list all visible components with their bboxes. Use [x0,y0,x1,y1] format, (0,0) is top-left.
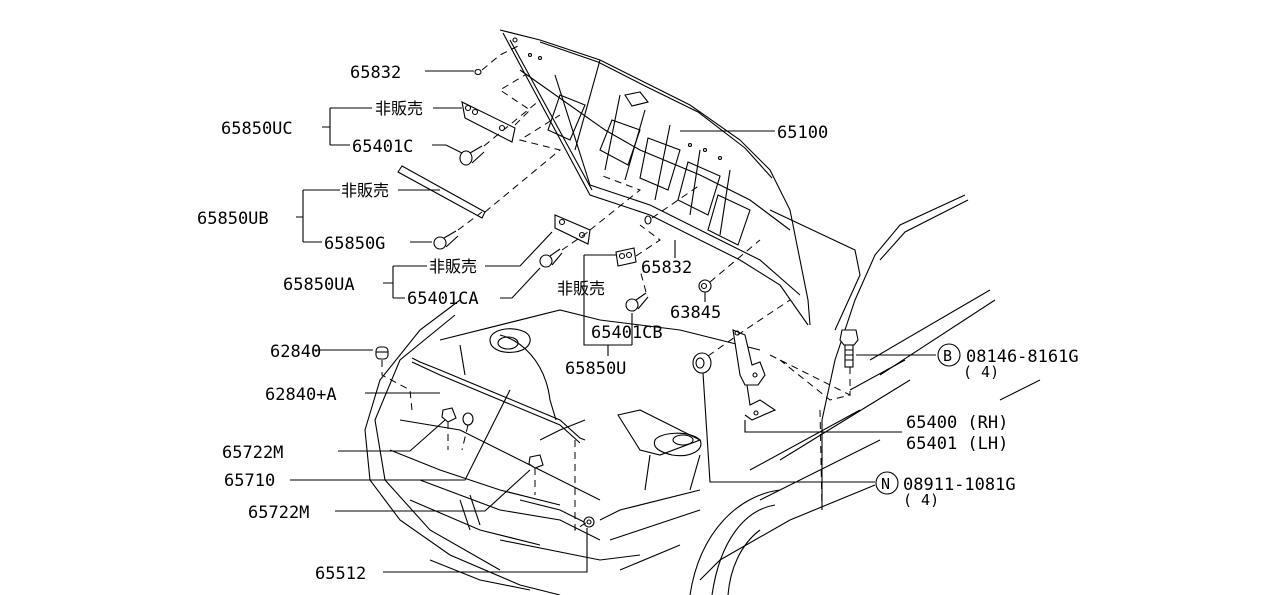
label-62840: 62840 [270,342,321,362]
fitting-parts [375,68,859,528]
label-65722M-2: 65722M [248,503,309,523]
part-65832-mid [644,215,652,225]
part-63845-grommet [698,279,712,293]
part-65710-stay [462,412,474,426]
label-63845: 63845 [670,303,721,323]
label-hinge-lh: 65401 (LH) [906,434,1008,454]
hood-panel [499,29,811,326]
part-hinge-bolt [839,329,859,368]
part-65401C-clip [459,145,485,166]
part-65850U-bracket [615,247,637,267]
part-65401CB-clip [625,292,649,312]
part-65850UB-strip [397,165,486,219]
vehicle-body [364,194,1041,595]
label-not-for-sale-2: 非販売 [341,181,389,200]
label-nut-mark: N [881,475,890,493]
label-65512: 65512 [315,564,366,584]
label-nut-part: 08911-1081G [903,475,1016,495]
part-65832-top [474,68,482,76]
label-65401C: 65401C [352,137,413,157]
label-bolt-part: 08146-8161G [966,347,1079,367]
part-65850G-clip [433,230,459,250]
label-not-for-sale-4: 非販売 [557,279,605,298]
part-65850UC-bracket [461,101,516,143]
label-65401CA: 65401CA [407,289,479,309]
part-65722M-clip-1 [441,407,457,423]
label-nut-qty: ( 4) [903,491,939,509]
part-65400-hinge [732,329,777,421]
label-65850G: 65850G [324,234,385,254]
assembly-lines [381,44,852,531]
label-65850UC: 65850UC [221,119,293,139]
label-65832-mid: 65832 [641,258,692,278]
part-65850UA-bracket [554,214,591,245]
label-65710: 65710 [224,471,275,491]
bolt-mark-circle [937,343,961,367]
label-65722M-1: 65722M [222,443,283,463]
part-65722M-clip-2 [528,454,544,469]
label-65100: 65100 [777,123,828,143]
callout-labels: 65832 65850UC 非販売 65401C 65100 65850UB 非… [197,63,1079,584]
label-65850UB: 65850UB [197,209,269,229]
nut-mark-circle [875,471,899,495]
part-65512-bumper [583,516,595,528]
label-not-for-sale-1: 非販売 [375,99,423,118]
label-hinge-rh: 65400 (RH) [906,413,1008,433]
label-62840A: 62840+A [265,385,337,405]
label-65850U: 65850U [565,359,626,379]
label-not-for-sale-3: 非販売 [429,257,477,276]
part-hinge-nut [692,352,712,374]
leader-lines [290,70,936,573]
label-bolt-qty: ( 4) [963,363,999,381]
label-65832-top: 65832 [350,63,401,83]
label-65850UA: 65850UA [283,275,355,295]
part-62840-stopper [375,346,389,360]
label-65401CB: 65401CB [591,323,663,343]
part-65401CA-clip [539,248,563,268]
label-bolt-mark: B [943,347,952,365]
